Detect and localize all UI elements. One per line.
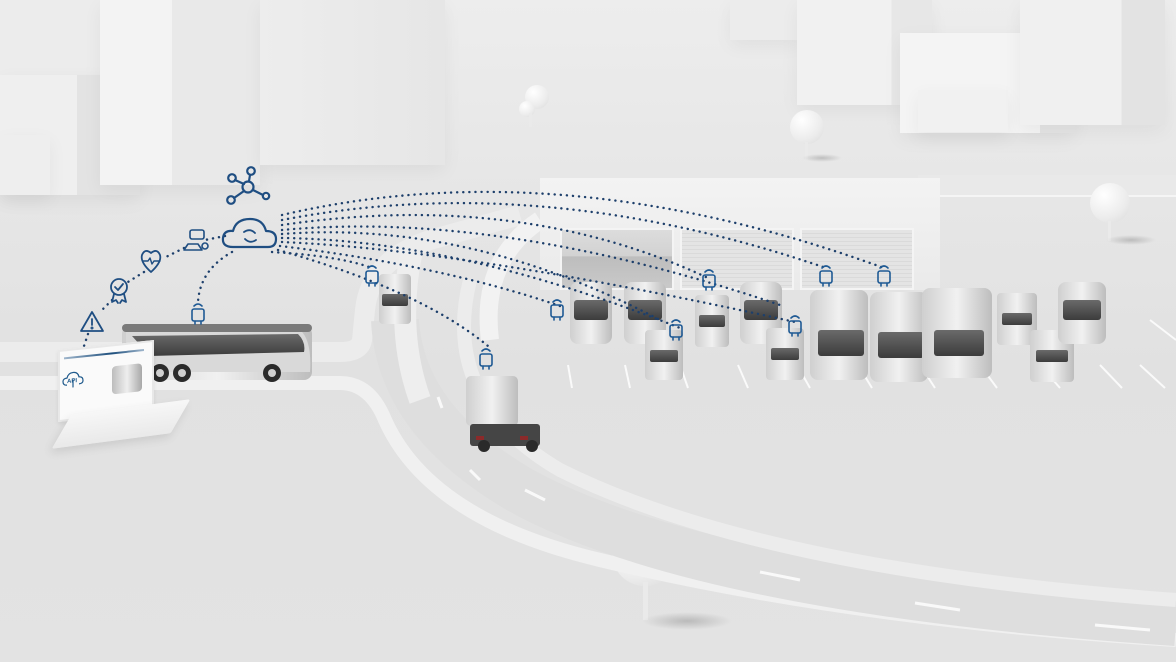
screen-progress-bar [64,349,144,360]
depot-bus [810,290,868,380]
depot-bus [870,292,928,382]
depot-van [766,328,804,380]
telematics-unit-icon [191,303,205,325]
building [100,0,260,185]
depot-bus [922,288,992,378]
laptop-screen: API [58,339,154,423]
truck-tractor [466,376,540,452]
building [0,0,100,85]
building [918,90,1008,132]
telematics-unit-icon [669,319,683,341]
warning-triangle-icon [80,311,104,332]
laptop: API [51,339,191,449]
building [730,0,800,40]
vehicle-fleet-icon [183,229,209,251]
telematics-unit-icon [702,269,716,291]
telematics-unit-icon [365,265,379,287]
depot-truck [570,282,612,344]
depot-building [540,178,940,290]
coach-bus [122,324,312,382]
building [0,135,50,195]
telematics-unit-icon [479,348,493,370]
telematics-unit-icon [819,265,833,287]
telematics-unit-icon [550,299,564,321]
depot-truck [1058,282,1106,344]
certificate-badge-icon [110,278,128,304]
depot-truck [624,282,666,344]
telematics-unit-icon [788,315,802,337]
depot-van [997,293,1037,345]
road-van [379,274,411,324]
garage-door [680,228,794,290]
telematics-unit-icon [877,265,891,287]
heart-health-icon [140,250,162,273]
building [260,0,445,165]
garage-door [560,228,674,290]
api-label: API [67,378,78,386]
screen-truck-thumbnail [112,363,142,395]
building [1020,0,1165,125]
cloud-upload-icon [62,371,84,388]
depot-van [695,295,729,347]
cloud-sync-icon [221,217,278,249]
depot-van [645,330,683,380]
network-nodes-icon [226,166,271,205]
